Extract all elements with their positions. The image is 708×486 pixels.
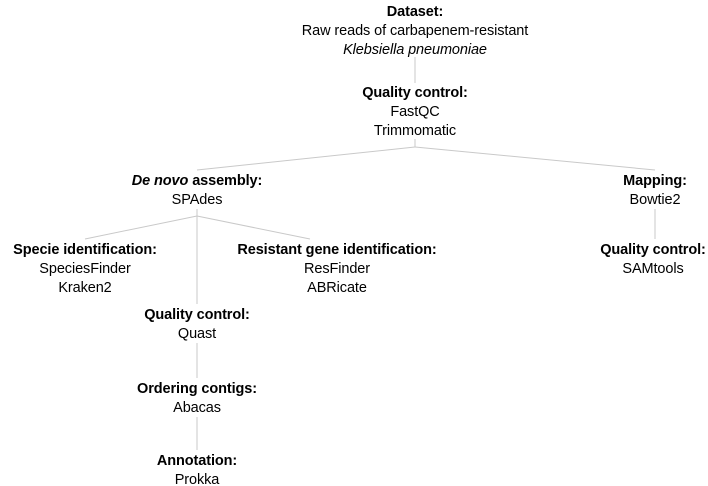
edge-assembly-to-resistance	[196, 215, 311, 240]
node-quality-control-reads: Quality control: FastQC Trimmomatic	[362, 84, 468, 141]
node-de-novo-assembly-title: De novo assembly:	[131, 172, 263, 191]
node-ordering-contigs-title: Ordering contigs:	[137, 381, 257, 397]
node-dataset-line-2: Klebsiella pneumoniae	[343, 41, 487, 58]
node-dataset-line-1: Raw reads of carbapenem-resistant	[301, 22, 529, 39]
node-resistant-gene-identification-tool-1: ResFinder	[303, 260, 370, 277]
node-mapping-title: Mapping:	[623, 173, 687, 189]
node-quality-control-mapping-tool-1: SAMtools	[622, 260, 684, 277]
edge-qc-reads-to-assembly	[196, 146, 416, 171]
node-specie-identification-title: Specie identification:	[13, 242, 157, 258]
node-quality-control-mapping-title: Quality control:	[600, 242, 706, 258]
edge-assembly-to-specie	[84, 215, 198, 240]
node-quality-control-assembly-tool-1: Quast	[177, 325, 217, 342]
node-annotation: Annotation: Prokka	[157, 452, 237, 486]
node-mapping-tool-1: Bowtie2	[629, 191, 681, 208]
node-quality-control-reads-tool-1: FastQC	[390, 103, 440, 120]
node-dataset: Dataset: Raw reads of carbapenem-resista…	[301, 3, 529, 60]
node-resistant-gene-identification-title: Resistant gene identification:	[237, 242, 437, 258]
node-quality-control-assembly-title: Quality control:	[144, 307, 250, 323]
node-mapping: Mapping: Bowtie2	[623, 172, 687, 210]
node-annotation-tool-1: Prokka	[174, 471, 220, 486]
node-quality-control-reads-tool-2: Trimmomatic	[373, 122, 457, 139]
node-quality-control-mapping: Quality control: SAMtools	[600, 241, 706, 279]
node-specie-identification: Specie identification: SpeciesFinder Kra…	[13, 241, 157, 298]
node-de-novo-assembly: De novo assembly: SPAdes	[131, 172, 263, 210]
node-specie-identification-tool-2: Kraken2	[58, 279, 112, 296]
node-resistant-gene-identification: Resistant gene identification: ResFinder…	[237, 241, 436, 298]
node-de-novo-assembly-title-italic: De novo	[131, 173, 189, 189]
node-de-novo-assembly-tool-1: SPAdes	[171, 191, 223, 208]
node-ordering-contigs: Ordering contigs: Abacas	[137, 380, 257, 418]
node-resistant-gene-identification-tool-2: ABRicate	[307, 279, 367, 296]
node-quality-control-assembly: Quality control: Quast	[144, 306, 250, 344]
node-ordering-contigs-tool-1: Abacas	[173, 399, 221, 416]
node-de-novo-assembly-title-rest: assembly:	[188, 173, 263, 189]
node-annotation-title: Annotation:	[156, 453, 238, 469]
node-quality-control-reads-title: Quality control:	[362, 85, 468, 101]
node-dataset-title: Dataset:	[386, 4, 444, 20]
node-specie-identification-tool-1: SpeciesFinder	[39, 260, 131, 277]
edge-qc-reads-to-mapping	[414, 146, 656, 171]
